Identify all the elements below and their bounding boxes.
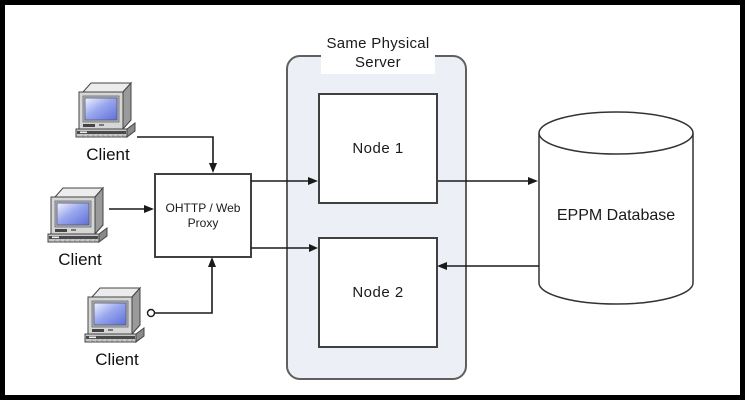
arrowhead-up-icon (208, 257, 216, 267)
client-computer-icon (84, 286, 145, 343)
node-1-label: Node 1 (352, 140, 404, 157)
client-1: Client (75, 80, 141, 165)
node-1-box: Node 1 (318, 93, 438, 204)
client-computer-icon (75, 81, 136, 138)
proxy-box: OHTTP / Web Proxy (154, 173, 252, 258)
client-1-label: Client (86, 145, 130, 164)
client-2: Client (47, 185, 113, 270)
server-group-title-line2: Server (355, 54, 401, 71)
server-group-title: Same Physical Server (321, 32, 435, 74)
server-group-title-line1: Same Physical (326, 35, 430, 52)
database-cylinder-icon (538, 111, 694, 305)
node-2-label: Node 2 (352, 284, 404, 301)
client-computer-icon (47, 186, 108, 243)
client1-to-proxy-line (137, 136, 214, 164)
client-3: Client (84, 285, 150, 370)
proxy-label-line1: OHTTP / Web (165, 200, 241, 215)
arrowhead-down-icon (209, 163, 217, 173)
proxy-label-line2: Proxy (187, 215, 219, 230)
client-2-label: Client (58, 250, 102, 269)
node-2-box: Node 2 (318, 237, 438, 348)
client3-to-proxy-line (154, 266, 213, 314)
database-label: EPPM Database (556, 207, 676, 224)
client-3-label: Client (95, 350, 139, 369)
arrowhead-right-icon (144, 205, 154, 213)
